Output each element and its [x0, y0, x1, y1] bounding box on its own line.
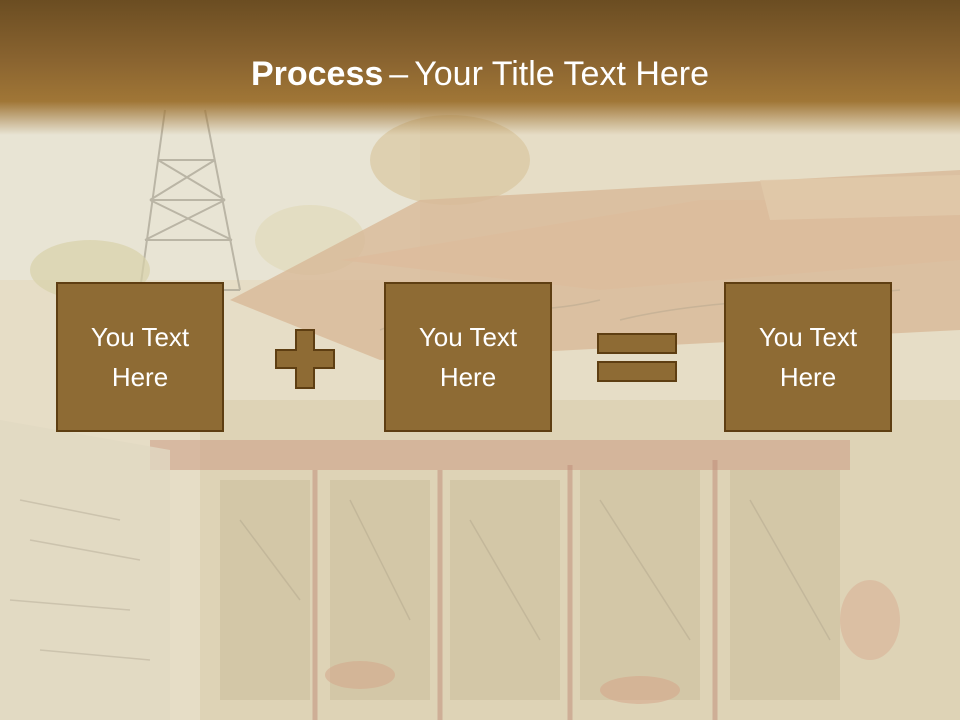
process-box-line2: Here [439, 362, 497, 392]
process-box-line2: Here [779, 362, 837, 392]
process-box-line1: You Text [90, 322, 190, 352]
process-box-3[interactable]: You Text Here [724, 282, 892, 432]
process-box-line1: You Text [418, 322, 518, 352]
process-box-line1: You Text [758, 322, 858, 352]
title-band [0, 0, 960, 135]
slide-title: Process–Your Title Text Here [0, 52, 960, 96]
process-box-text: You Text Here [80, 317, 200, 397]
process-box-text: You Text Here [748, 317, 868, 397]
title-bold-text: Process [250, 55, 384, 93]
process-box-2[interactable]: You Text Here [384, 282, 552, 432]
equals-icon [597, 333, 677, 382]
title-rest-text: Your Title Text Here [414, 55, 710, 93]
title-separator: – [389, 55, 409, 93]
plus-icon [275, 329, 335, 389]
process-box-text: You Text Here [408, 317, 528, 397]
process-box-line2: Here [111, 362, 169, 392]
process-box-1[interactable]: You Text Here [56, 282, 224, 432]
